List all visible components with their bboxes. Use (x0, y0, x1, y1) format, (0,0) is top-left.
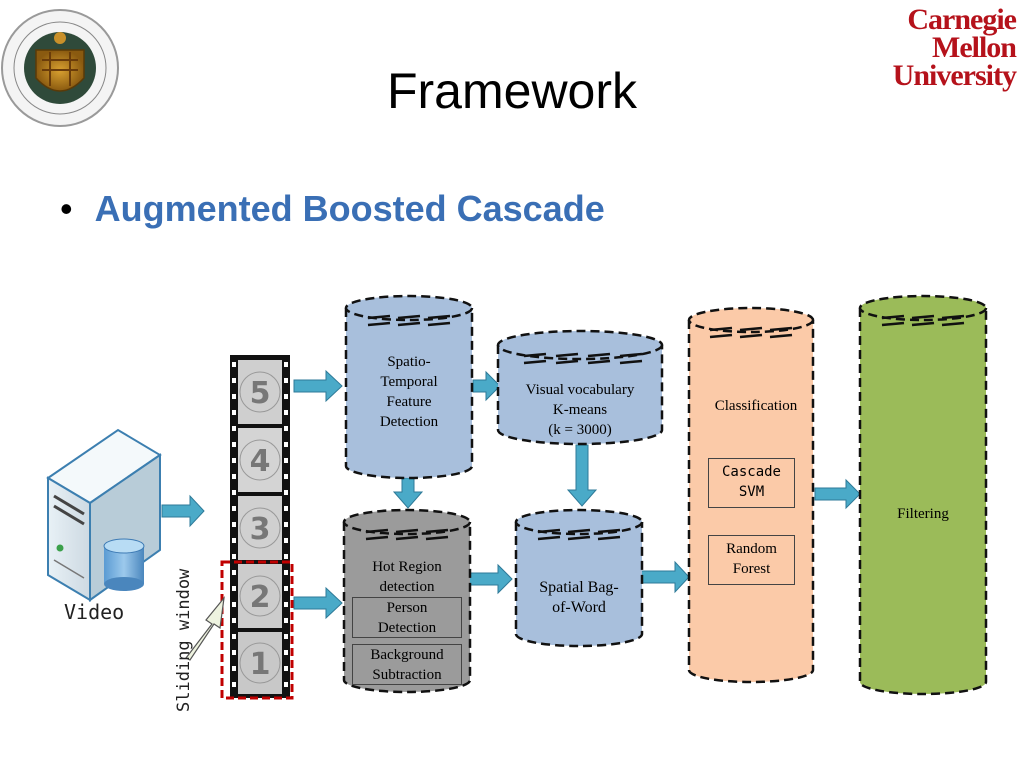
vocabulary-label: Visual vocabulary K-means (k = 3000) (525, 382, 635, 438)
arrow-stfd-to-hot-region (392, 477, 424, 509)
arrow-video-to-film (161, 494, 205, 528)
filtering-cylinder (858, 294, 988, 696)
arrow-bag-to-classification (640, 560, 690, 594)
bullet-text: Augmented Boosted Cascade (94, 188, 605, 229)
film-strip (230, 355, 290, 698)
classification-label: Classification (714, 398, 798, 414)
arrow-classification-to-filtering (814, 478, 861, 510)
university-seal-icon (1, 9, 119, 127)
arrow-vocab-to-bag (566, 444, 598, 507)
flow-arrows (161, 369, 861, 620)
film-frame-2: 2 (250, 580, 271, 615)
bag-of-word-label: Spatial Bag- of-Word (539, 579, 619, 616)
cascade-svm-box: Cascade SVM (708, 458, 795, 508)
cmu-wordmark: Carnegie Mellon University (892, 3, 1017, 92)
film-frame-4: 4 (250, 444, 271, 479)
slide-title: Framework (386, 63, 638, 119)
sliding-window-label: Sliding window (174, 568, 194, 712)
wordmark-line-3: University (892, 59, 1017, 92)
sliding-window-pointer-arrow (185, 595, 225, 661)
bag-of-word-cylinder (514, 508, 644, 648)
bullet-dot-icon: • (60, 188, 73, 229)
stfd-label: Spatio- Temporal Feature Detection (379, 354, 439, 430)
video-label: Video (64, 600, 125, 624)
arrow-film-to-stfd (293, 369, 343, 403)
random-forest-box: Random Forest (708, 535, 795, 585)
classification-cylinder (687, 306, 815, 684)
vocabulary-cylinder (496, 329, 664, 446)
film-frame-1: 1 (250, 647, 271, 682)
filtering-label: Filtering (897, 506, 949, 522)
arrow-stfd-to-vocab (472, 370, 501, 402)
stfd-cylinder (344, 294, 474, 480)
sliding-window-frame (220, 560, 294, 700)
film-frame-3: 3 (250, 512, 271, 547)
wordmark-line-1: Carnegie (907, 3, 1017, 36)
hot-region-label: Hot Region detection (372, 559, 442, 595)
film-frame-5: 5 (250, 376, 271, 411)
bullet-item: • Augmented Boosted Cascade (60, 188, 605, 230)
database-icon (103, 538, 145, 591)
arrow-film-to-hot-region (293, 586, 343, 620)
person-detection-box: Person Detection (352, 597, 462, 638)
wordmark-line-2: Mellon (932, 31, 1017, 64)
hot-region-cylinder (342, 508, 472, 694)
background-subtraction-box: Background Subtraction (352, 644, 462, 685)
